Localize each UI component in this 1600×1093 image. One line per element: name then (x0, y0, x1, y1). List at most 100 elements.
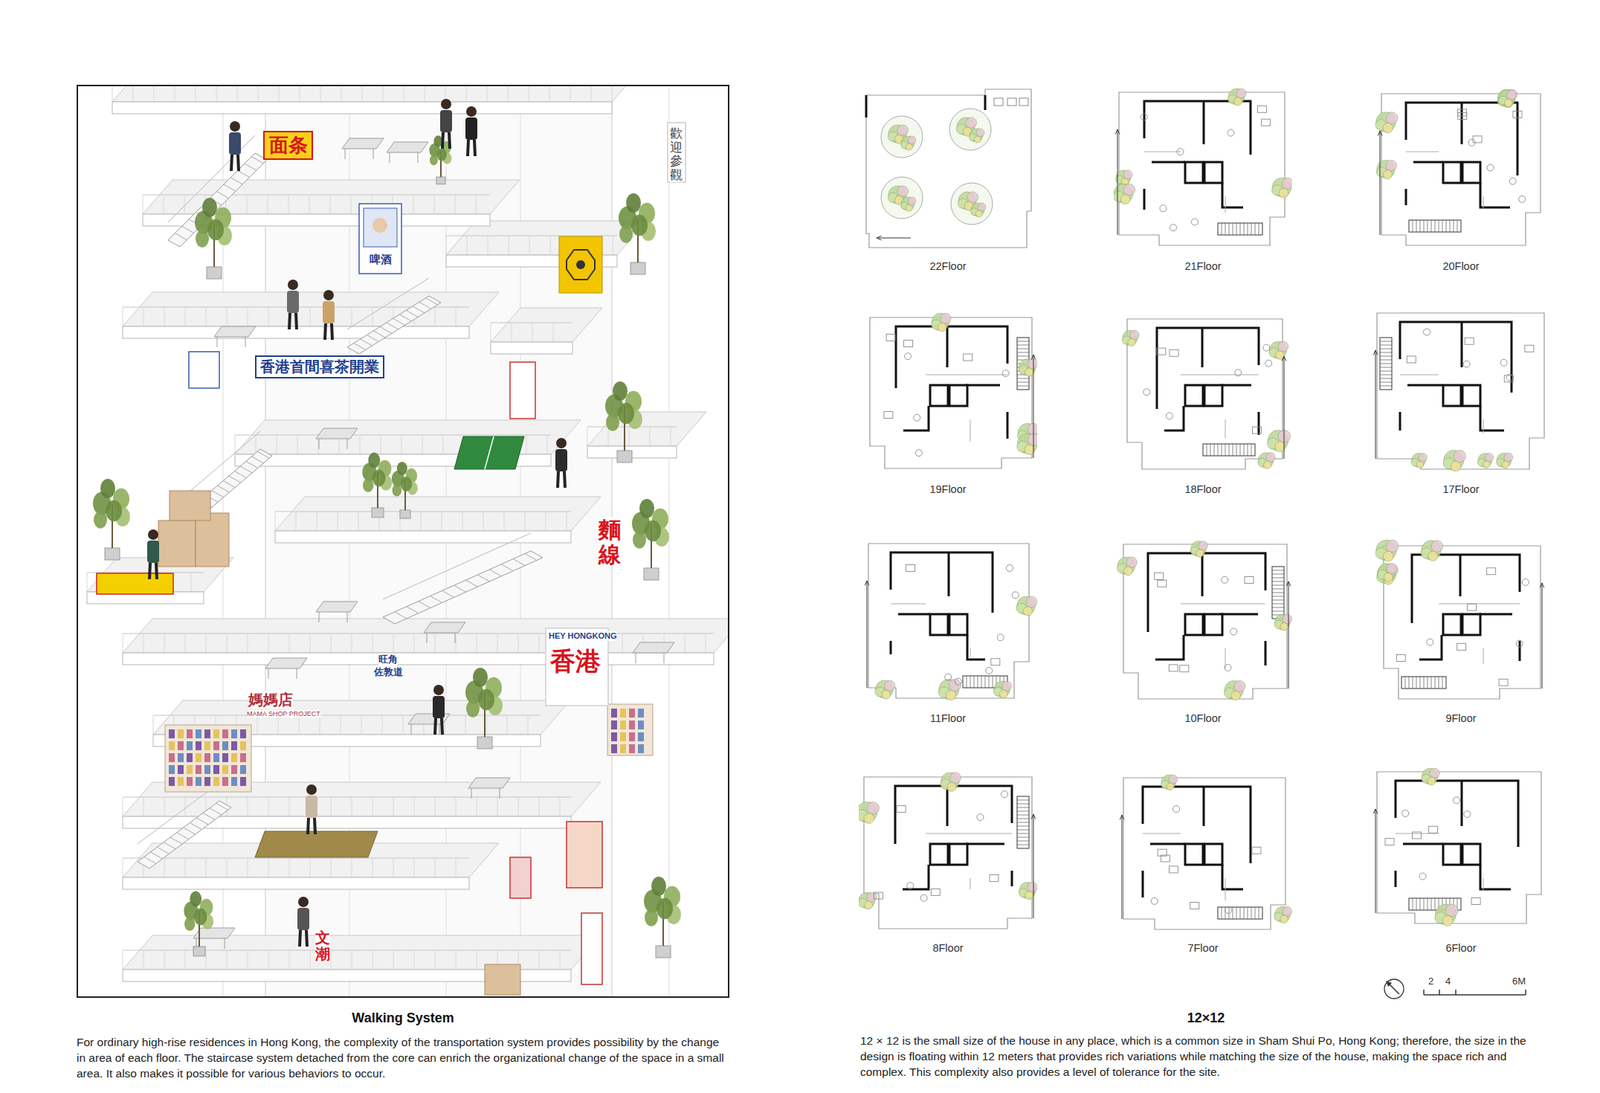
plan-outline (868, 543, 1029, 699)
person-leg (441, 718, 443, 735)
book (177, 753, 184, 763)
foliage (392, 484, 403, 496)
book (177, 776, 184, 786)
person-leg (564, 471, 566, 488)
stair-tread (1236, 907, 1238, 919)
plan-plant (884, 680, 895, 691)
plan-furniture (1463, 360, 1470, 368)
person-leg (434, 718, 436, 735)
plan-plant (1025, 891, 1034, 900)
plan-stair (1202, 443, 1256, 456)
staircase (168, 153, 267, 247)
plan-outline (1376, 313, 1545, 470)
stair-step (211, 490, 224, 498)
plan-plant (1234, 680, 1246, 692)
railing-post (164, 950, 166, 970)
sign-text: MAMA SHOP PROJECT (246, 710, 321, 718)
poster-picture (363, 208, 398, 247)
plan-furniture (904, 353, 912, 360)
stair-step (251, 156, 264, 164)
poster-face (372, 217, 388, 233)
book (231, 765, 238, 774)
stair-tread (1236, 443, 1238, 456)
stair-tread (1221, 443, 1223, 456)
plan-furniture (985, 666, 993, 674)
railing-post (185, 950, 186, 970)
plan-outline (1123, 777, 1286, 930)
plan-plant (907, 197, 916, 206)
railing-post (705, 633, 707, 653)
floor-plan-drawing (858, 772, 1038, 929)
round-garden (881, 115, 923, 158)
stair-tread (1017, 341, 1029, 343)
plan-plant (1382, 122, 1393, 133)
stair-tread (1272, 570, 1285, 572)
plan-furniture (1160, 855, 1170, 862)
stair-tread (1427, 220, 1429, 232)
person-body (147, 540, 160, 563)
plan-outline (1381, 93, 1541, 246)
plan-furniture (1464, 337, 1474, 345)
railing-post (422, 434, 424, 455)
lift-core (1443, 162, 1461, 183)
stair-step (202, 812, 215, 820)
railing-post (393, 797, 395, 817)
person-leg (306, 930, 308, 947)
railing-post (340, 715, 342, 735)
book (231, 776, 238, 786)
stair-tread (1379, 356, 1392, 357)
railing-post (122, 307, 124, 327)
railing-post (497, 633, 499, 653)
book (186, 729, 193, 739)
ping-pong-table (454, 436, 525, 470)
plan-furniture (904, 339, 914, 347)
table-leg (318, 611, 320, 623)
stair-tread (1236, 223, 1238, 235)
plan-outline (866, 89, 1032, 248)
plan-furniture (930, 888, 940, 896)
circulation-arrow (1379, 130, 1381, 235)
plan-plant (1027, 423, 1038, 435)
railing-post (372, 950, 374, 970)
stair-tread (1379, 344, 1392, 346)
stair-tread (1255, 907, 1256, 919)
plan-plant (1023, 606, 1032, 616)
foliage (184, 916, 195, 931)
cardboard-box (195, 513, 229, 567)
book (195, 776, 202, 786)
stair-tread (1247, 223, 1249, 235)
floor-plan-drawing (1121, 318, 1290, 470)
sign-text: 面条 (263, 130, 314, 160)
stair-tread (1017, 833, 1029, 835)
plan-furniture (1452, 797, 1460, 804)
stair-step (228, 475, 241, 483)
table-leg (411, 724, 412, 735)
plan-plant (937, 322, 947, 332)
handrail (168, 135, 256, 223)
stair-tread (1379, 352, 1392, 354)
plan-wall (1156, 327, 1259, 435)
stair-tread (973, 675, 975, 688)
shop-sign (510, 857, 531, 899)
stair-step (176, 832, 189, 840)
floor-plan-svg (1371, 84, 1551, 253)
plan-furniture (1225, 907, 1232, 914)
plan-plant (1196, 549, 1204, 557)
railing-post (112, 86, 114, 102)
stair-step (251, 456, 264, 464)
stair-tread (985, 675, 986, 688)
railing-post (337, 511, 339, 531)
stair-tread (1379, 341, 1392, 343)
floor-label: 17Floor (1371, 483, 1551, 496)
foliage (429, 154, 438, 166)
lift-core (1462, 162, 1481, 183)
book (231, 729, 238, 739)
stair-tread (1449, 220, 1451, 232)
cardboard-box (158, 520, 196, 567)
plan-furniture (1261, 118, 1271, 126)
stair-tread (1228, 223, 1230, 235)
plan-plant (1278, 341, 1289, 352)
railing-post (164, 857, 166, 878)
book (231, 753, 238, 763)
plan-stair (1408, 220, 1461, 232)
